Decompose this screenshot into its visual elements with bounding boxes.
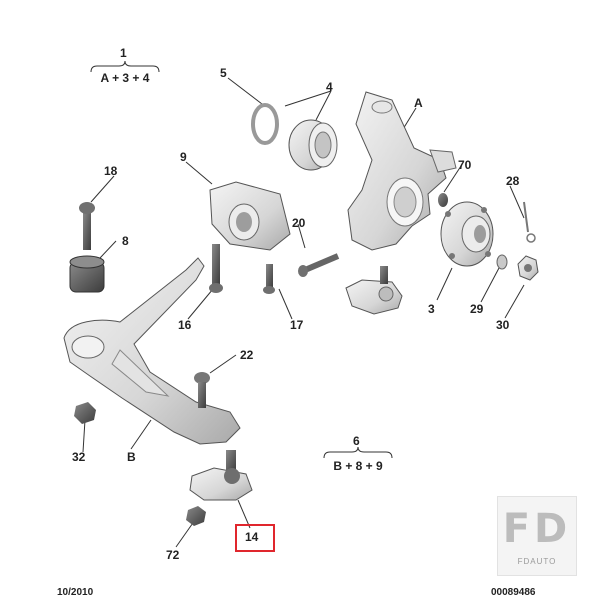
callout-4[interactable]: 4 [326, 80, 333, 94]
footer-reference: 00089486 [491, 587, 536, 598]
group-6-brace [323, 446, 393, 459]
callout-29[interactable]: 29 [470, 302, 484, 316]
group-label-1: A + 3 + 4 [100, 71, 150, 85]
callout-9[interactable]: 9 [180, 150, 187, 164]
watermark-logo: FD FDAUTO [497, 496, 577, 576]
small-hardware-parts [438, 193, 539, 281]
callout-6[interactable]: 6 [353, 434, 360, 448]
callout-A[interactable]: A [414, 96, 423, 110]
callout-22[interactable]: 22 [240, 348, 254, 362]
callout-3[interactable]: 3 [428, 302, 435, 316]
callout-8[interactable]: 8 [122, 234, 129, 248]
group-1-brace [90, 60, 160, 73]
steering-knuckle-part [347, 91, 457, 251]
footer-date: 10/2010 [57, 587, 94, 598]
bushing-part [69, 255, 105, 293]
wishbone-arm-part [63, 257, 241, 445]
wheel-hub-part [440, 201, 494, 267]
callout-18[interactable]: 18 [104, 164, 118, 178]
callout-30[interactable]: 30 [496, 318, 510, 332]
nut-72-part [186, 506, 206, 526]
bolts-parts [79, 202, 340, 294]
callout-B[interactable]: B [127, 450, 136, 464]
bearing-ring-part [288, 119, 338, 171]
bushing-bracket-part [209, 181, 291, 251]
watermark-letters: FD [502, 506, 572, 552]
circlip-part [251, 103, 279, 145]
highlight-box-14 [235, 524, 275, 552]
knuckle-balljoint-part [345, 266, 403, 315]
callout-16[interactable]: 16 [178, 318, 192, 332]
callout-70[interactable]: 70 [458, 158, 472, 172]
callout-1[interactable]: 1 [120, 46, 127, 60]
group-label-6: B + 8 + 9 [333, 459, 383, 473]
callout-20[interactable]: 20 [292, 216, 306, 230]
leader-lines [82, 77, 525, 548]
callout-14[interactable]: 14 [245, 530, 259, 544]
nut-32-part [74, 402, 96, 424]
callout-32[interactable]: 32 [72, 450, 86, 464]
ball-joint-part [189, 450, 253, 501]
callout-17[interactable]: 17 [290, 318, 304, 332]
callout-72[interactable]: 72 [166, 548, 180, 562]
callout-28[interactable]: 28 [506, 174, 520, 188]
watermark-caption: FDAUTO [517, 557, 557, 566]
bolt-22-part [194, 372, 210, 408]
callout-5[interactable]: 5 [220, 66, 227, 80]
